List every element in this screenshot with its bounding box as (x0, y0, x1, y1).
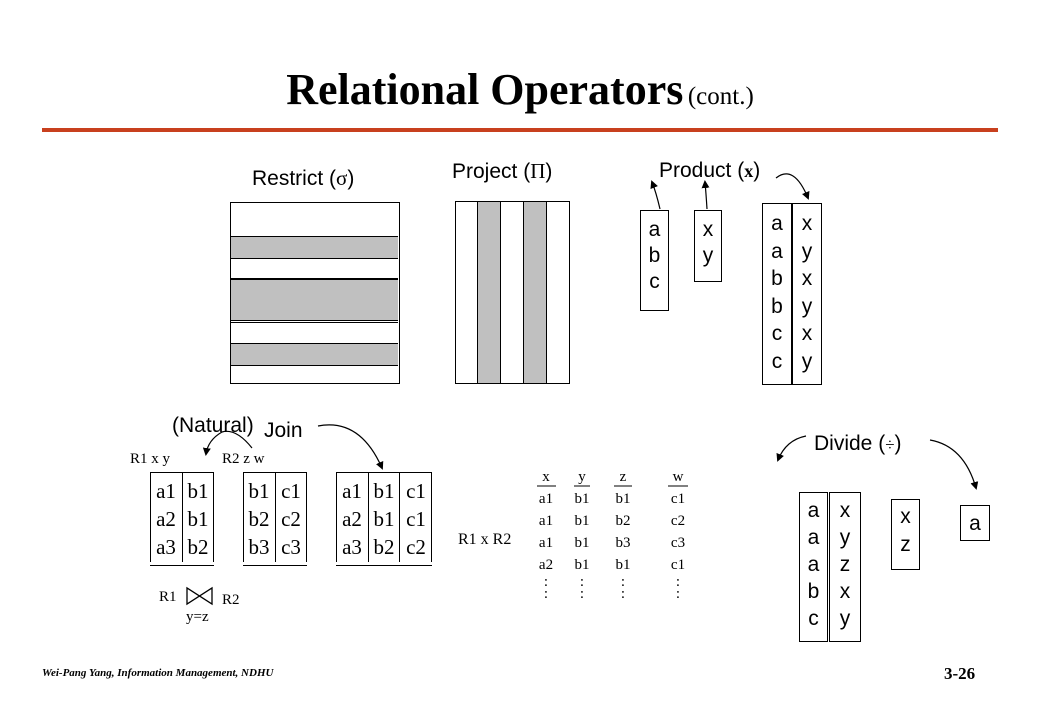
pi-symbol: Π (530, 159, 546, 183)
bowtie-join-symbol (186, 586, 213, 606)
restrict-row (231, 322, 398, 324)
slide-title: Relational Operators (cont.) (0, 64, 1040, 115)
formula-condition: y=z (186, 609, 209, 625)
divide-arrow-right (929, 439, 979, 490)
join-arrow-right (317, 424, 384, 470)
divide-result: a (960, 505, 990, 541)
project-selected-column (523, 201, 547, 384)
restrict-row (231, 278, 398, 300)
restrict-selected-row (231, 300, 398, 321)
product-arrow-abc (650, 180, 661, 210)
page-number: 3-26 (944, 664, 976, 683)
project-column (546, 201, 570, 384)
divide-symbol: ÷ (885, 435, 895, 454)
times-symbol: x (744, 161, 754, 181)
r2-header: R2 z w (222, 451, 265, 467)
natural-label: (Natural) (172, 414, 254, 437)
divide-label: Divide (÷) (814, 432, 902, 455)
r1-header: R1 x y (130, 451, 171, 467)
formula-r2: R2 (222, 592, 240, 608)
product-arrow-xy (701, 180, 710, 210)
product-arrow-result (775, 173, 810, 200)
sigma-symbol: σ (336, 166, 348, 190)
cartesian-label: R1 x R2 (458, 531, 512, 548)
product-label: Product (x) (659, 159, 761, 182)
join-label: Join (264, 419, 303, 442)
title-main: Relational Operators (286, 65, 684, 114)
restrict-label: Restrict (σ) (252, 166, 355, 190)
footer-author: Wei-Pang Yang, Information Management, N… (42, 667, 274, 679)
project-label: Project (Π) (452, 159, 553, 183)
title-sub: (cont.) (687, 83, 754, 110)
project-selected-column (477, 201, 501, 384)
title-underline (42, 128, 998, 132)
divide-arrow-left (776, 435, 807, 462)
join-arrow-left (202, 430, 253, 456)
restrict-table (230, 202, 400, 384)
restrict-selected-row (231, 236, 398, 259)
formula-r1: R1 (159, 589, 177, 605)
restrict-selected-row (231, 343, 398, 366)
